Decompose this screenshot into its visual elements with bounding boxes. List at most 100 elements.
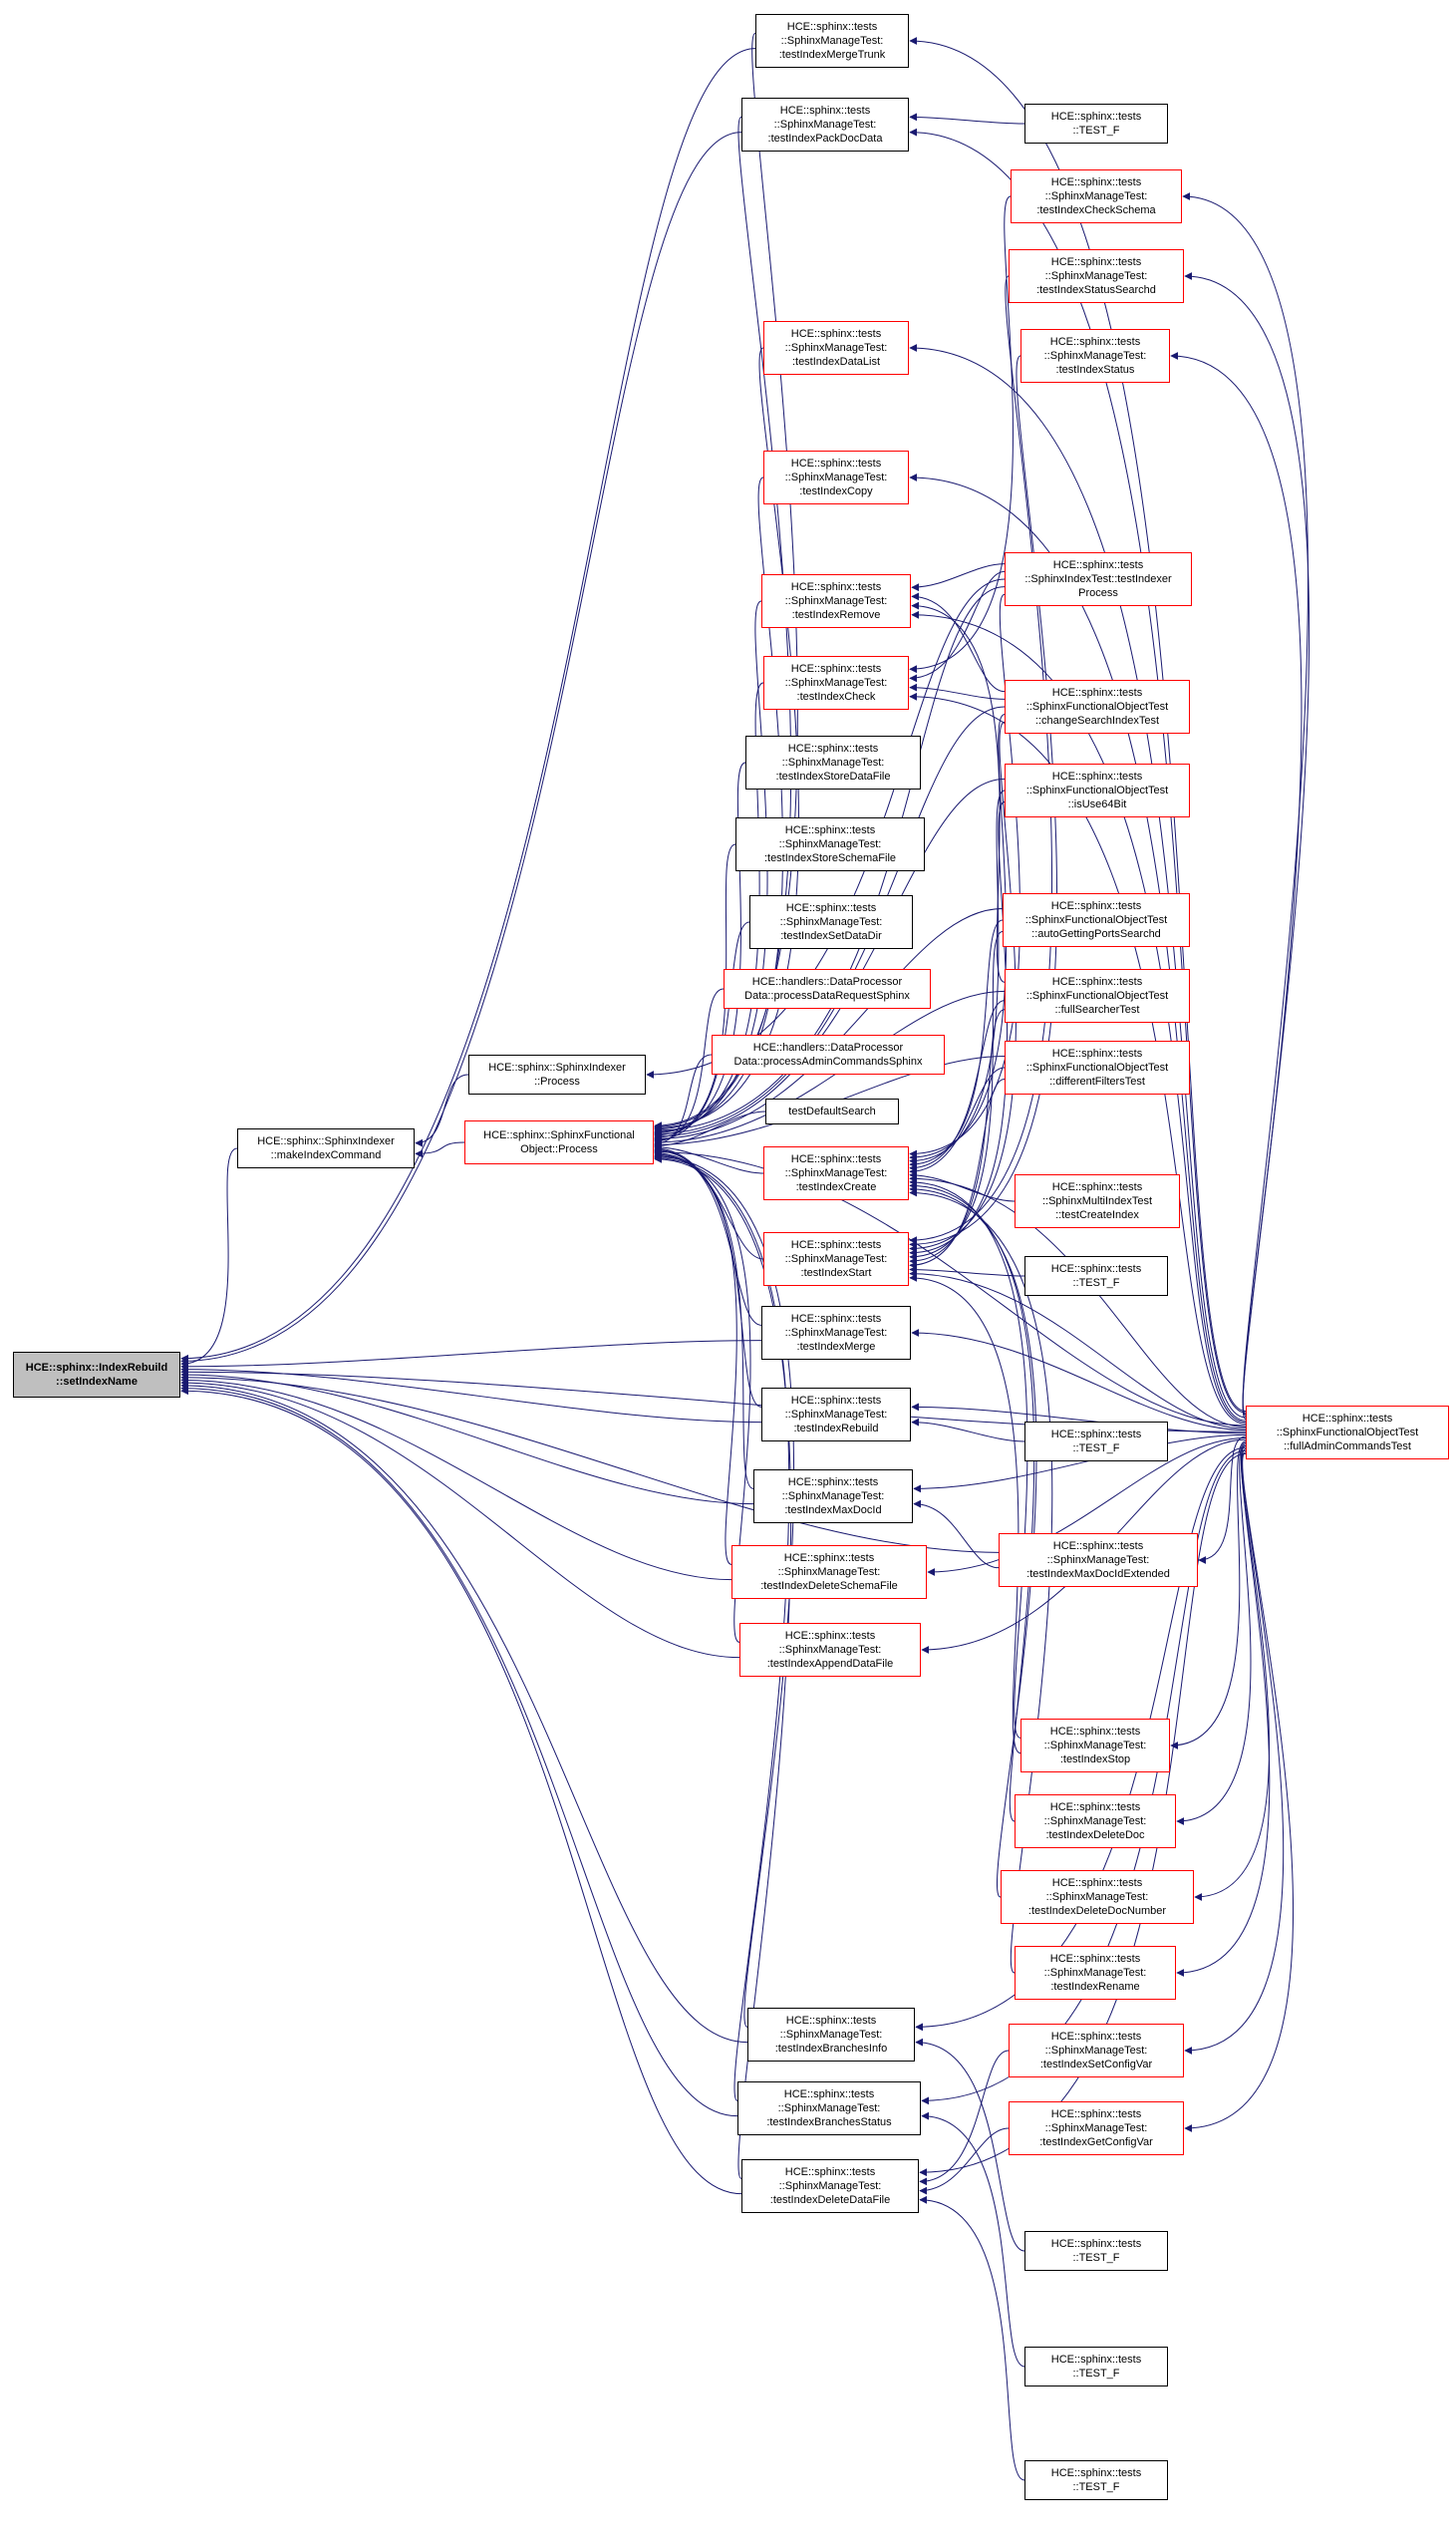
node-testIndexDataList[interactable]: HCE::sphinx::tests ::SphinxManageTest: :… <box>763 321 909 375</box>
node-makeIndexCommand[interactable]: HCE::sphinx::SphinxIndexer ::makeIndexCo… <box>237 1128 415 1168</box>
edge-testIndexDeleteDoc-to-testIndexCreate <box>909 1181 1035 1822</box>
edge-testIndexGetConfigVar-to-testIndexDeleteDataFile <box>919 2127 1010 2195</box>
edge-testIndexCopy-to-funcProcess <box>654 477 783 1133</box>
edge-differentFiltersTest-to-testIndexStart <box>909 1079 1006 1270</box>
node-TEST_F_1[interactable]: HCE::sphinx::tests ::TEST_F <box>1024 104 1168 144</box>
edge-TEST_F_4-to-testIndexBranchesInfo <box>915 2038 1025 2252</box>
node-testIndexRename[interactable]: HCE::sphinx::tests ::SphinxManageTest: :… <box>1015 1946 1176 2000</box>
edge-TEST_F_1-to-testIndexPackDocData <box>909 113 1025 125</box>
node-testIndexStoreSchemaFile[interactable]: HCE::sphinx::tests ::SphinxManageTest: :… <box>735 817 925 871</box>
edge-isUse64Bit-to-testIndexStart <box>909 801 1009 1257</box>
node-testIndexDeleteDocNumber[interactable]: HCE::sphinx::tests ::SphinxManageTest: :… <box>1001 1870 1194 1924</box>
edge-testIndexBranchesInfo-to-setIndexName <box>180 1381 748 2044</box>
node-funcProcess[interactable]: HCE::sphinx::SphinxFunctional Object::Pr… <box>464 1120 654 1164</box>
node-testIndexSetConfigVar[interactable]: HCE::sphinx::tests ::SphinxManageTest: :… <box>1009 2024 1184 2077</box>
edge-fullAdminCommandsTest-to-testIndexStop <box>1170 1440 1247 1749</box>
edge-fullAdminCommandsTest-to-testIndexCopy <box>909 474 1247 1422</box>
node-testIndexMerge[interactable]: HCE::sphinx::tests ::SphinxManageTest: :… <box>761 1306 911 1360</box>
node-processAdminCommandsSphinx[interactable]: HCE::handlers::DataProcessor Data::proce… <box>712 1035 945 1075</box>
node-testIndexCopy[interactable]: HCE::sphinx::tests ::SphinxManageTest: :… <box>763 451 909 504</box>
edge-testIndexRebuild-to-funcProcess <box>654 1146 762 1408</box>
edge-fullAdminCommandsTest-to-testIndexDeleteSchemaFile <box>927 1437 1247 1576</box>
node-testIndexStop[interactable]: HCE::sphinx::tests ::SphinxManageTest: :… <box>1020 1719 1170 1772</box>
node-setIndexName: HCE::sphinx::IndexRebuild ::setIndexName <box>13 1352 180 1398</box>
node-testIndexStoreDataFile[interactable]: HCE::sphinx::tests ::SphinxManageTest: :… <box>745 736 921 790</box>
edge-isUse64Bit-to-funcProcess <box>654 779 1006 1140</box>
node-testIndexMergeTrunk[interactable]: HCE::sphinx::tests ::SphinxManageTest: :… <box>755 14 909 68</box>
edge-fullAdminCommandsTest-to-testIndexRename <box>1176 1444 1271 1977</box>
edge-testCreateIndex-to-testIndexCreate <box>909 1170 1016 1202</box>
edge-testIndexDeleteDataFile-to-setIndexName <box>180 1387 742 2195</box>
edge-fullAdminCommandsTest-to-testIndexMerge <box>911 1329 1247 1431</box>
edge-testIndexStop-to-testIndexStart <box>909 1273 1021 1754</box>
node-testIndexStatus[interactable]: HCE::sphinx::tests ::SphinxManageTest: :… <box>1020 329 1170 383</box>
edge-TEST_F_3-to-testIndexRebuild <box>911 1418 1025 1442</box>
edge-sphinxIndexTestIndexerProcess-to-testIndexRemove <box>911 563 1006 592</box>
edge-autoGettingPortsSearchd-to-testIndexStart <box>909 931 1004 1261</box>
node-testIndexRemove[interactable]: HCE::sphinx::tests ::SphinxManageTest: :… <box>761 574 911 628</box>
node-processDataRequestSphinx[interactable]: HCE::handlers::DataProcessor Data::proce… <box>724 969 931 1009</box>
node-differentFiltersTest[interactable]: HCE::sphinx::tests ::SphinxFunctionalObj… <box>1005 1041 1190 1095</box>
node-sphinxIndexTestIndexerProcess[interactable]: HCE::sphinx::tests ::SphinxIndexTest::te… <box>1005 552 1192 606</box>
node-testIndexMaxDocId[interactable]: HCE::sphinx::tests ::SphinxManageTest: :… <box>753 1469 913 1523</box>
edge-testIndexMergeTrunk-to-setIndexName <box>180 48 756 1363</box>
edge-testIndexSetDataDir-to-funcProcess <box>654 921 750 1144</box>
node-testIndexCheck[interactable]: HCE::sphinx::tests ::SphinxManageTest: :… <box>763 656 909 710</box>
node-testIndexStatusSearchd[interactable]: HCE::sphinx::tests ::SphinxManageTest: :… <box>1009 249 1184 303</box>
node-testIndexMaxDocIdExtended[interactable]: HCE::sphinx::tests ::SphinxManageTest: :… <box>999 1533 1198 1587</box>
node-testIndexStart[interactable]: HCE::sphinx::tests ::SphinxManageTest: :… <box>763 1232 909 1286</box>
node-testIndexSetDataDir[interactable]: HCE::sphinx::tests ::SphinxManageTest: :… <box>749 895 913 949</box>
edge-testIndexAppendDataFile-to-setIndexName <box>180 1379 740 1659</box>
node-TEST_F_2[interactable]: HCE::sphinx::tests ::TEST_F <box>1024 1256 1168 1296</box>
node-TEST_F_5[interactable]: HCE::sphinx::tests ::TEST_F <box>1024 2347 1168 2386</box>
node-fullSearcherTest[interactable]: HCE::sphinx::tests ::SphinxFunctionalObj… <box>1005 969 1190 1023</box>
edge-fullSearcherTest-to-testIndexStart <box>909 1009 1006 1266</box>
node-testIndexDeleteSchemaFile[interactable]: HCE::sphinx::tests ::SphinxManageTest: :… <box>731 1545 927 1599</box>
node-testIndexGetConfigVar[interactable]: HCE::sphinx::tests ::SphinxManageTest: :… <box>1009 2101 1184 2155</box>
node-isUse64Bit[interactable]: HCE::sphinx::tests ::SphinxFunctionalObj… <box>1005 764 1190 817</box>
edge-processAdminCommandsSphinx-to-funcProcess <box>654 1054 713 1148</box>
edge-testIndexStoreDataFile-to-funcProcess <box>654 762 746 1139</box>
node-testIndexBranchesInfo[interactable]: HCE::sphinx::tests ::SphinxManageTest: :… <box>747 2008 915 2062</box>
edge-testIndexDeleteSchemaFile-to-setIndexName <box>180 1376 732 1581</box>
edge-fullAdminCommandsTest-to-testIndexDeleteDoc <box>1176 1441 1252 1825</box>
edge-fullSearcherTest-to-testIndexCreate <box>909 1000 1006 1172</box>
node-indexerProcess[interactable]: HCE::sphinx::SphinxIndexer ::Process <box>468 1055 646 1095</box>
edge-testIndexMerge-to-setIndexName <box>180 1340 762 1371</box>
node-fullAdminCommandsTest[interactable]: HCE::sphinx::tests ::SphinxFunctionalObj… <box>1246 1406 1449 1459</box>
edge-TEST_F_6-to-testIndexDeleteDataFile <box>919 2195 1025 2481</box>
node-changeSearchIndexTest[interactable]: HCE::sphinx::tests ::SphinxFunctionalObj… <box>1005 680 1190 734</box>
node-testIndexRebuild[interactable]: HCE::sphinx::tests ::SphinxManageTest: :… <box>761 1388 911 1441</box>
edge-testIndexMaxDocIdExtended-to-setIndexName <box>180 1373 1000 1553</box>
edge-fullAdminCommandsTest-to-testIndexGetConfigVar <box>1184 1451 1295 2132</box>
edge-processDataRequestSphinx-to-funcProcess <box>654 988 725 1145</box>
node-testIndexPackDocData[interactable]: HCE::sphinx::tests ::SphinxManageTest: :… <box>741 98 909 152</box>
edge-fullAdminCommandsTest-to-testIndexCreate <box>909 1174 1247 1428</box>
edge-testIndexRebuild-to-setIndexName <box>180 1365 762 1424</box>
node-TEST_F_3[interactable]: HCE::sphinx::tests ::TEST_F <box>1024 1422 1168 1461</box>
edge-TEST_F_5-to-testIndexBranchesStatus <box>921 2111 1025 2368</box>
edge-sphinxIndexTestIndexerProcess-to-testIndexCreate <box>909 593 1020 1158</box>
edge-testIndexCreate-to-funcProcess <box>654 1142 764 1174</box>
node-testIndexBranchesStatus[interactable]: HCE::sphinx::tests ::SphinxManageTest: :… <box>737 2081 921 2135</box>
edge-autoGettingPortsSearchd-to-testIndexCreate <box>909 919 1004 1169</box>
edge-autoGettingPortsSearchd-to-funcProcess <box>654 908 1004 1143</box>
edge-testIndexStatusSearchd-to-testIndexStart <box>909 275 1053 1245</box>
edge-fullAdminCommandsTest-to-testIndexMaxDocId <box>913 1433 1247 1493</box>
edge-makeIndexCommand-to-setIndexName <box>180 1147 238 1369</box>
node-testIndexDeleteDataFile[interactable]: HCE::sphinx::tests ::SphinxManageTest: :… <box>741 2159 919 2213</box>
node-testDefaultSearch[interactable]: testDefaultSearch <box>765 1099 899 1124</box>
node-TEST_F_6[interactable]: HCE::sphinx::tests ::TEST_F <box>1024 2460 1168 2500</box>
edge-fullAdminCommandsTest-to-testIndexRebuild <box>911 1403 1247 1434</box>
node-TEST_F_4[interactable]: HCE::sphinx::tests ::TEST_F <box>1024 2231 1168 2271</box>
node-testCreateIndex[interactable]: HCE::sphinx::tests ::SphinxMultiIndexTes… <box>1015 1174 1180 1228</box>
node-testIndexCreate[interactable]: HCE::sphinx::tests ::SphinxManageTest: :… <box>763 1146 909 1200</box>
edge-fullAdminCommandsTest-to-funcProcess <box>654 1147 1247 1427</box>
node-autoGettingPortsSearchd[interactable]: HCE::sphinx::tests ::SphinxFunctionalObj… <box>1003 893 1190 947</box>
edge-testIndexMaxDocIdExtended-to-testIndexMaxDocId <box>913 1499 1000 1569</box>
node-testIndexDeleteDoc[interactable]: HCE::sphinx::tests ::SphinxManageTest: :… <box>1015 1794 1176 1848</box>
node-testIndexAppendDataFile[interactable]: HCE::sphinx::tests ::SphinxManageTest: :… <box>739 1623 921 1677</box>
edge-testIndexSetConfigVar-to-testIndexDeleteDataFile <box>919 2050 1010 2186</box>
node-testIndexCheckSchema[interactable]: HCE::sphinx::tests ::SphinxManageTest: :… <box>1011 169 1182 223</box>
